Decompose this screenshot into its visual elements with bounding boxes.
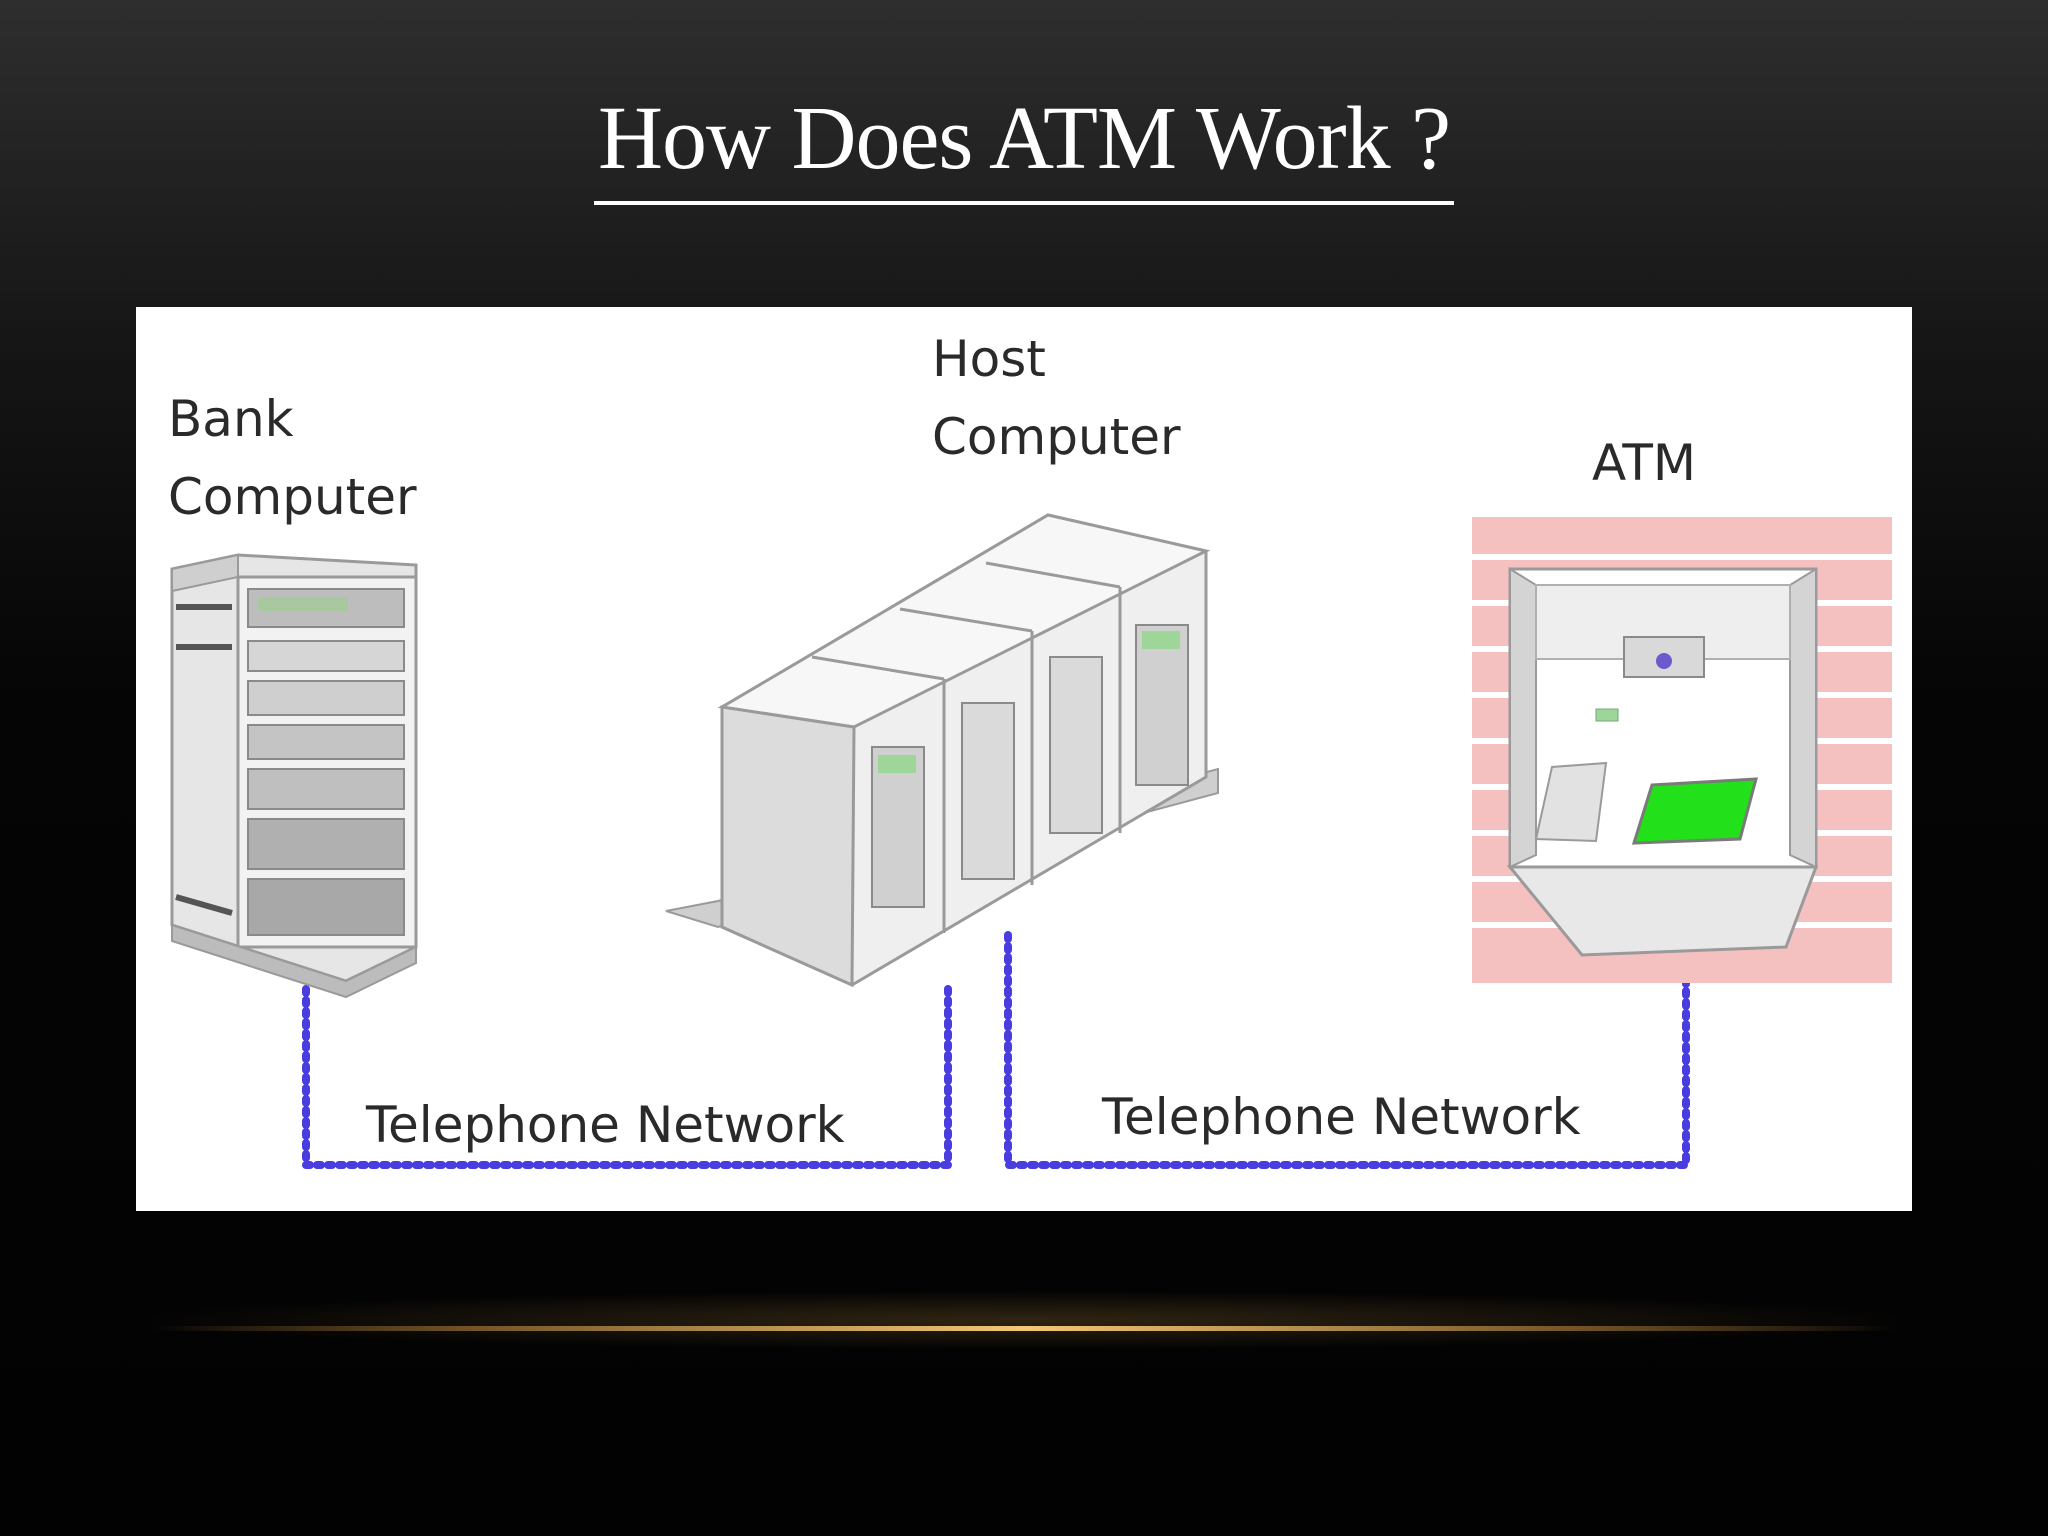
- bank-computer-label: Bank Computer: [168, 381, 417, 536]
- host-computer-label: Host Computer: [932, 321, 1181, 476]
- footer-divider-line: [150, 1326, 1898, 1331]
- footer-glow: [120, 1290, 1928, 1350]
- network-link-bank-host: [302, 979, 952, 1169]
- slide-title: How Does ATM Work ?: [593, 91, 1455, 205]
- bank-label-line1: Bank: [168, 390, 294, 448]
- atm-network-diagram: Bank Computer Host Computer ATM Telephon…: [136, 307, 1912, 1211]
- network-link-host-atm: [1004, 931, 1690, 1169]
- network-label-left: Telephone Network: [366, 1096, 845, 1154]
- host-label-line2: Computer: [932, 407, 1181, 466]
- diagram-drawing: [170, 513, 1892, 1169]
- host-label-line1: Host: [932, 330, 1046, 388]
- atm-label: ATM: [1592, 434, 1697, 492]
- network-label-right: Telephone Network: [1102, 1088, 1581, 1146]
- bank-label-line2: Computer: [168, 467, 417, 526]
- atm-machine-icon: [1472, 517, 1892, 983]
- title-container: How Does ATM Work ?: [0, 91, 2048, 205]
- host-computer-icon: [665, 513, 1219, 988]
- bank-computer-icon: [170, 553, 418, 999]
